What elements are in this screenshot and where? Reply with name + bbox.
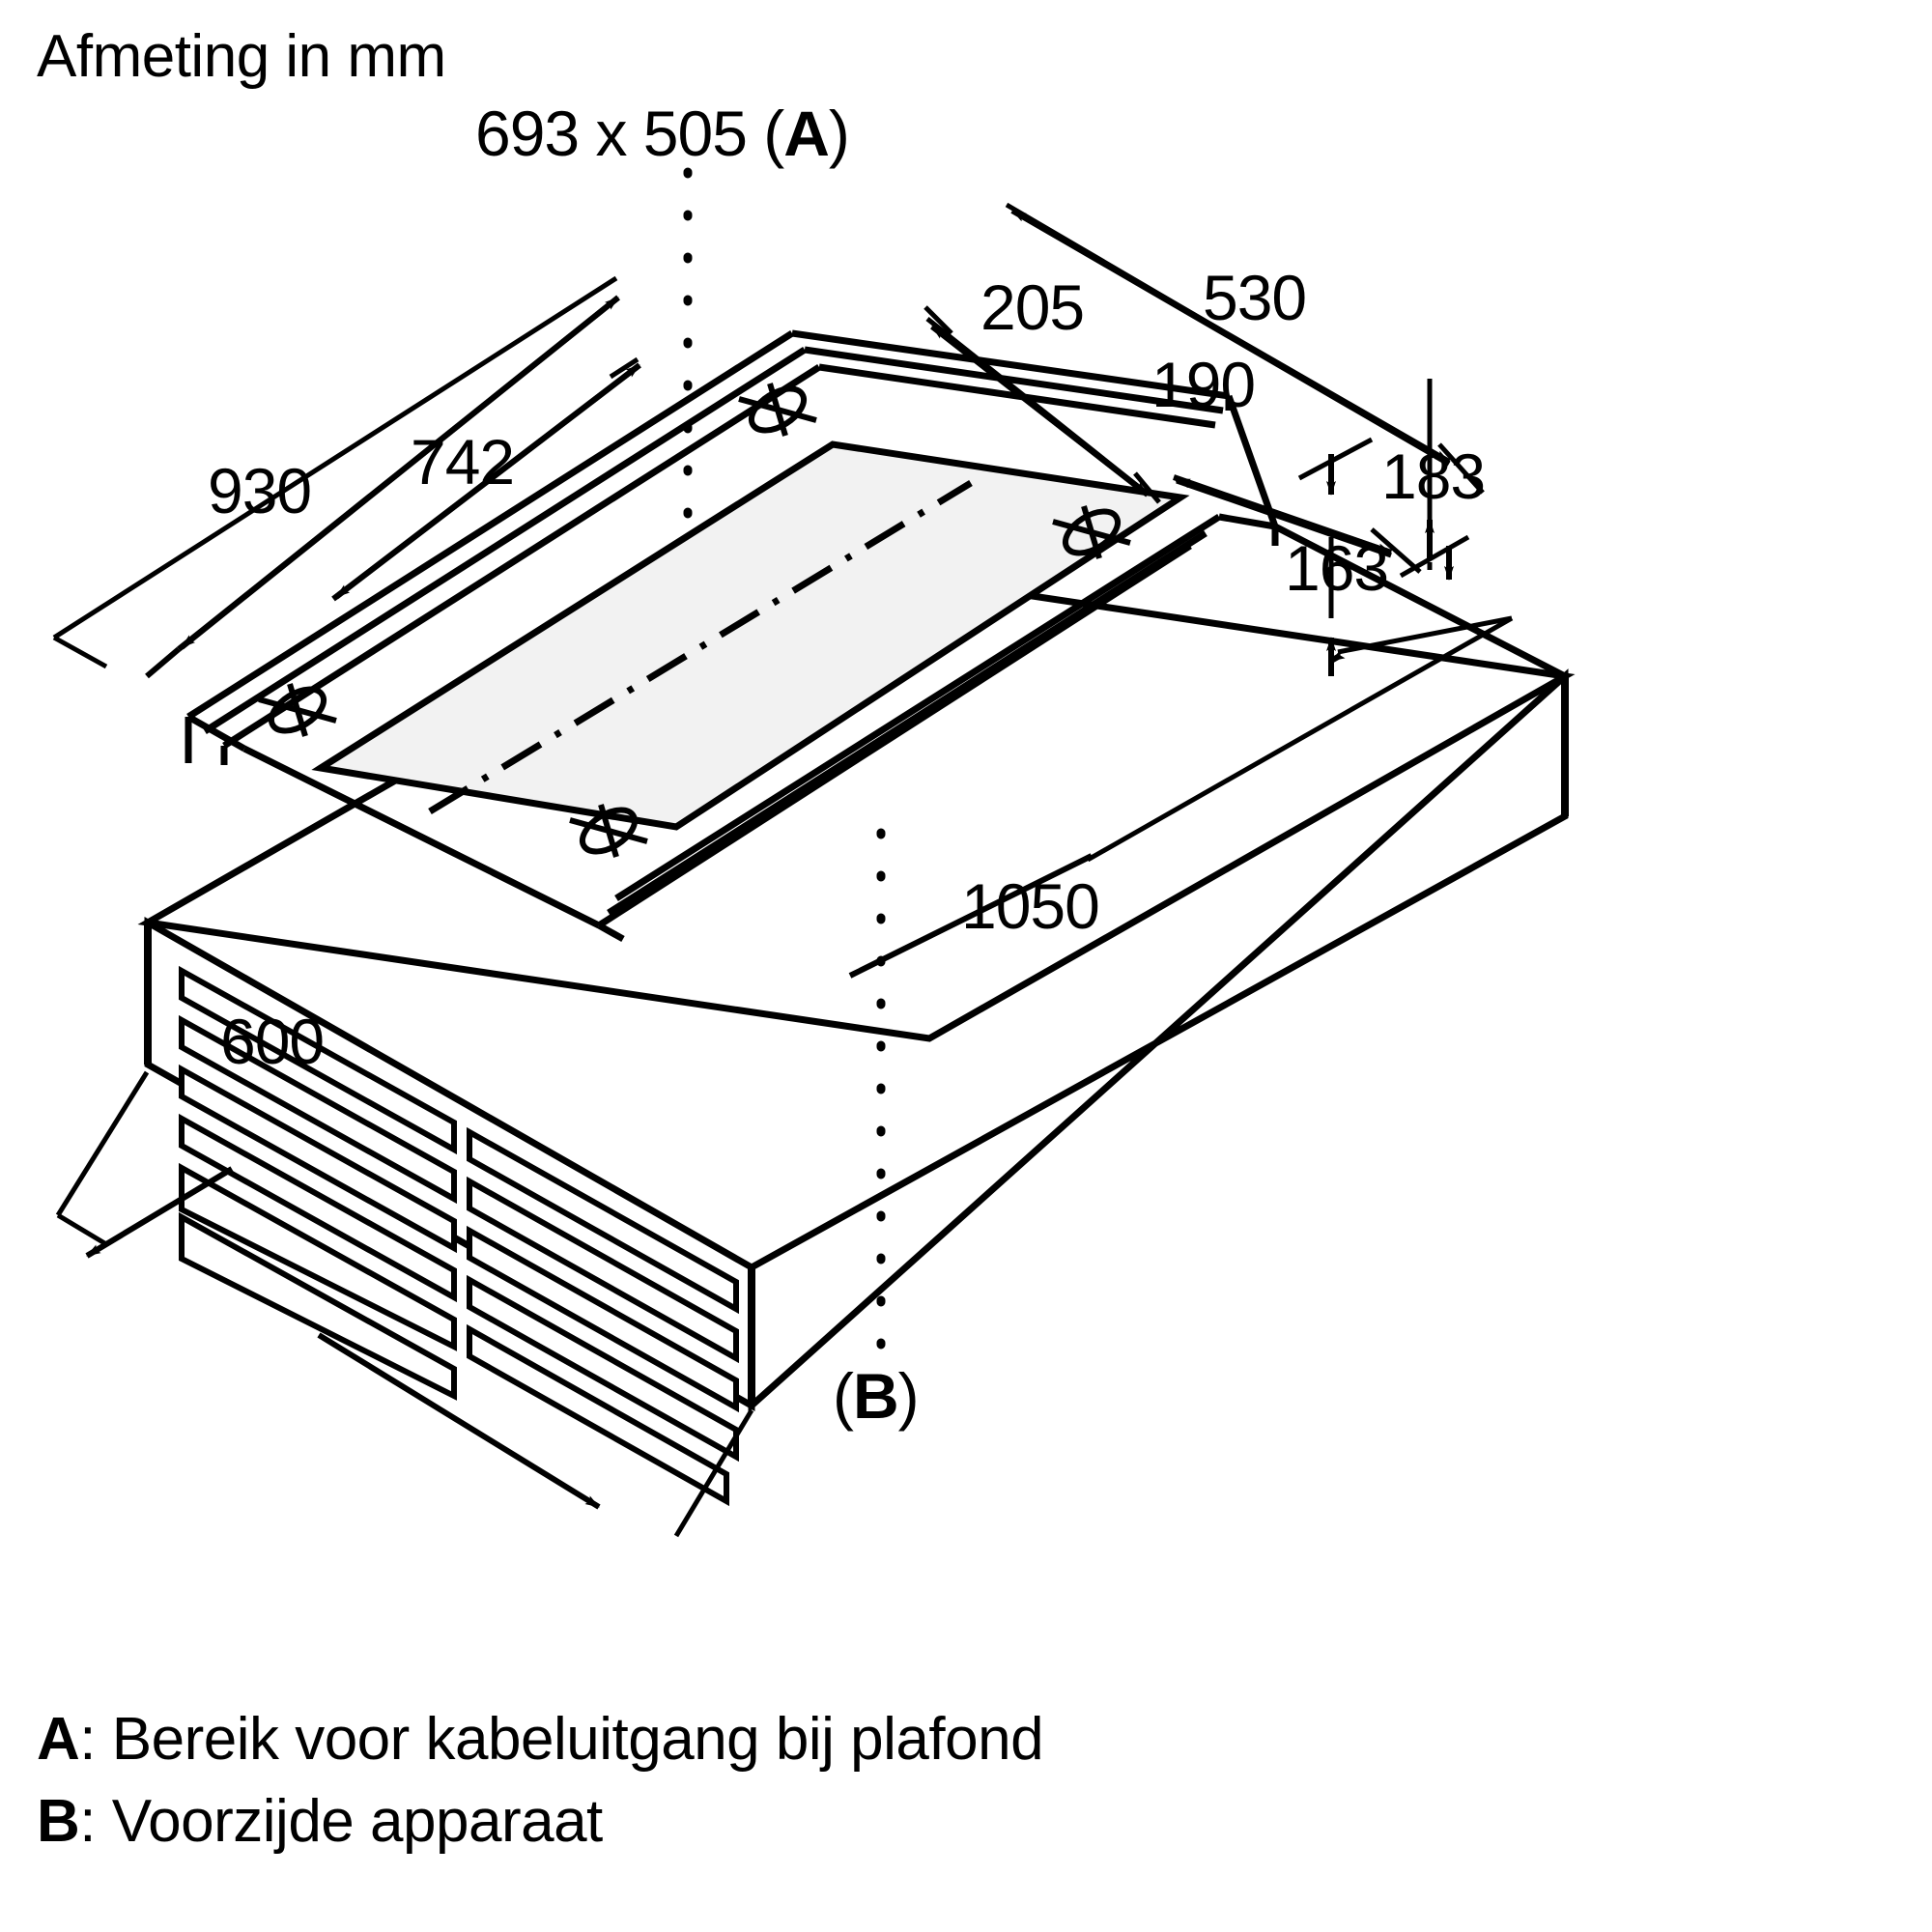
- legend-key-a: A: [37, 1706, 80, 1773]
- callout-front-ref-letter: B: [852, 1360, 899, 1432]
- page-title: Afmeting in mm: [37, 23, 446, 90]
- dimension-label-600: 600: [220, 1006, 325, 1077]
- legend-item-b: B: Voorzijde apparaat: [37, 1792, 603, 1852]
- dimension-label-1050: 1050: [961, 870, 1100, 942]
- dimension-label-742: 742: [411, 426, 515, 497]
- dimension-line-205: [923, 305, 1161, 504]
- legend-key-b: B: [37, 1788, 80, 1855]
- dimension-line-530: [1005, 202, 1485, 495]
- grille-louvres: [179, 965, 739, 1507]
- mounting-screw-icon: [258, 383, 1131, 858]
- dimension-line-600: [55, 1070, 754, 1538]
- dimension-line-742: [331, 356, 641, 602]
- dimension-line-190: [1173, 474, 1422, 574]
- callout-ceiling-cutout-value: 693 x 505: [475, 98, 748, 169]
- legend-item-a: A: Bereik voor kabeluitgang bij plafond: [37, 1710, 1044, 1770]
- dimension-helper-lines: [52, 635, 108, 1247]
- dimension-label-205: 205: [980, 271, 1085, 343]
- dimension-line-930: [52, 275, 620, 679]
- callout-ceiling-cutout-ref: A: [783, 98, 830, 169]
- dimension-label-183: 183: [1381, 440, 1486, 512]
- ceiling-mount-frame: [185, 329, 1279, 929]
- dimension-line-1050: [848, 615, 1514, 979]
- centerline: [428, 480, 973, 814]
- legend-text-b: : Voorzijde apparaat: [79, 1788, 603, 1855]
- frame-to-body-edges: [185, 523, 1567, 943]
- callout-ceiling-cutout: 693 x 505 (A): [475, 98, 850, 169]
- dimension-label-190: 190: [1151, 349, 1256, 420]
- dimension-label-163: 163: [1285, 532, 1389, 604]
- callout-front-ref: (B): [833, 1360, 920, 1432]
- legend-text-a: : Bereik voor kabeluitgang bij plafond: [79, 1706, 1044, 1773]
- dimension-line-183: [1297, 379, 1470, 579]
- dimension-label-930: 930: [208, 455, 312, 526]
- dimension-label-530: 530: [1203, 262, 1307, 333]
